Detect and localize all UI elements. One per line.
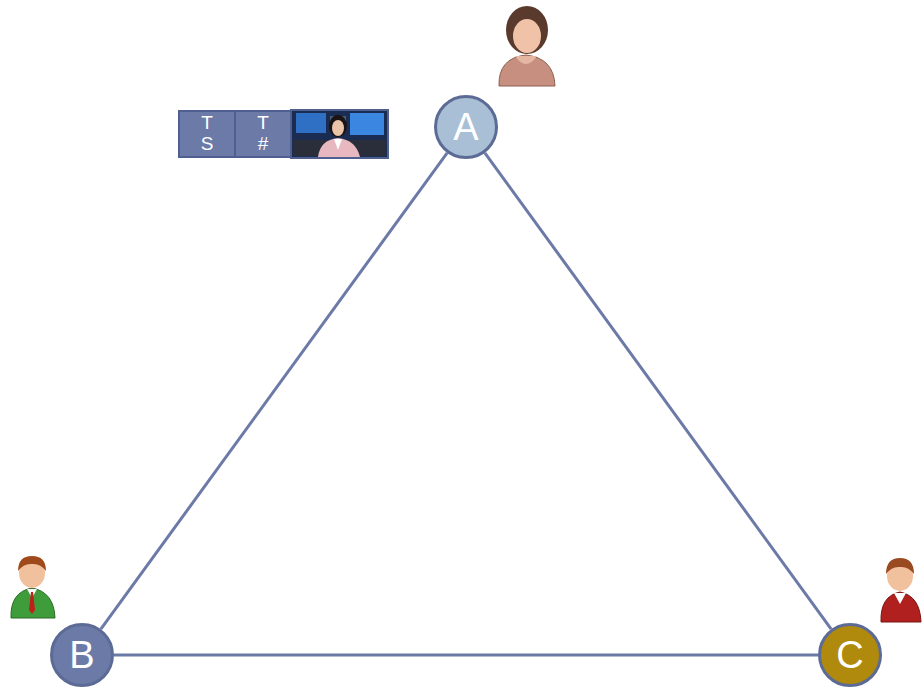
field-label: T S	[196, 113, 219, 155]
node-letter: C	[836, 636, 863, 674]
field-label: T #	[252, 113, 275, 155]
node-letter: B	[69, 636, 94, 674]
station-circle: B	[50, 623, 114, 687]
node-letter: A	[453, 108, 478, 146]
link-line	[485, 153, 831, 629]
person-icon	[881, 558, 921, 622]
link-line	[114, 654, 818, 657]
video-thumbnail	[291, 110, 388, 158]
person-icon	[499, 6, 555, 86]
station-circle: C	[818, 623, 882, 687]
link-line	[101, 153, 447, 629]
person-icon	[11, 556, 55, 618]
station-circle: A	[434, 95, 498, 159]
packet-field: T #	[234, 110, 292, 158]
packet-field: T S	[178, 110, 236, 158]
